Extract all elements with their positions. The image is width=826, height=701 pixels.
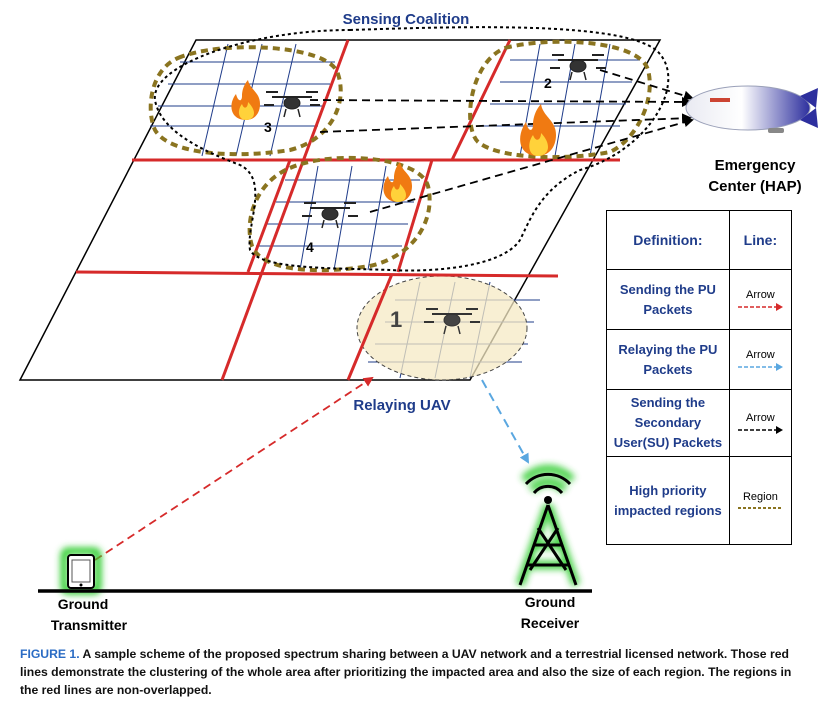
tower-icon [515,464,581,587]
uav-number-2: 2 [544,75,552,91]
legend-line-pu-sending: Arrow [728,269,793,330]
legend-header-line: Line: [728,210,793,270]
legend-header-definition: Definition: [606,210,730,270]
blue-dashed-arrow-icon [738,362,784,371]
legend-def-pu-sending: Sending the PU Packets [606,269,730,330]
legend-line-label: Arrow [746,288,775,301]
fire-icon [520,104,556,156]
figure-caption: FIGURE 1. A sample scheme of the propose… [20,645,810,699]
legend-def-su-sending: Sending the Secondary User(SU) Packets [606,389,730,457]
fire-icon [231,80,260,120]
drone-icon [424,308,480,335]
impacted-regions [148,39,652,273]
ground-receiver-label-2: Receiver [521,615,580,631]
red-dashed-arrow-icon [738,302,784,311]
sensing-coalition-label: Sensing Coalition [343,11,470,28]
relaying-region [356,275,528,381]
caption-text: A sample scheme of the proposed spectrum… [20,647,792,697]
figure-label: FIGURE 1. [20,647,80,661]
legend-def-pu-relaying: Relaying the PU Packets [606,329,730,390]
su-arrows [309,69,694,213]
ground-receiver-label: Ground [525,594,576,610]
uav-number-1: 1 [390,307,402,332]
relay-arrow [481,379,529,464]
uav-number-3: 3 [264,119,272,135]
ground-transmitter-label-2: Transmitter [51,617,128,633]
pu-arrow [94,376,374,561]
fire-icon [383,162,412,202]
legend-table: Definition: Line: Sending the PU Packets… [606,210,793,545]
legend-line-impacted-regions: Region [728,456,793,545]
emergency-center-label: Emergency [715,157,797,174]
legend-line-su-sending: Arrow [728,389,793,457]
blimp-icon [685,85,818,133]
legend-line-label: Arrow [746,348,775,361]
relaying-uav-label: Relaying UAV [353,397,450,414]
phone-icon [60,547,102,595]
legend-line-pu-relaying: Arrow [728,329,793,390]
olive-dashed-line-icon [738,506,783,509]
network-diagram: 3 2 4 1 Sensing Coalition Emergency [18,11,818,633]
legend-line-label: Arrow [746,412,775,424]
legend-line-label: Region [742,490,778,503]
legend-def-impacted-regions: High priority impacted regions [606,456,730,545]
ground-transmitter-label: Ground [58,596,109,612]
drone-icon [264,91,320,118]
emergency-center-label-2: Center (HAP) [708,178,801,195]
drone-icon [302,202,358,229]
black-dashed-arrow-icon [738,426,784,434]
drone-icon [550,54,606,81]
uav-number-4: 4 [306,239,314,255]
